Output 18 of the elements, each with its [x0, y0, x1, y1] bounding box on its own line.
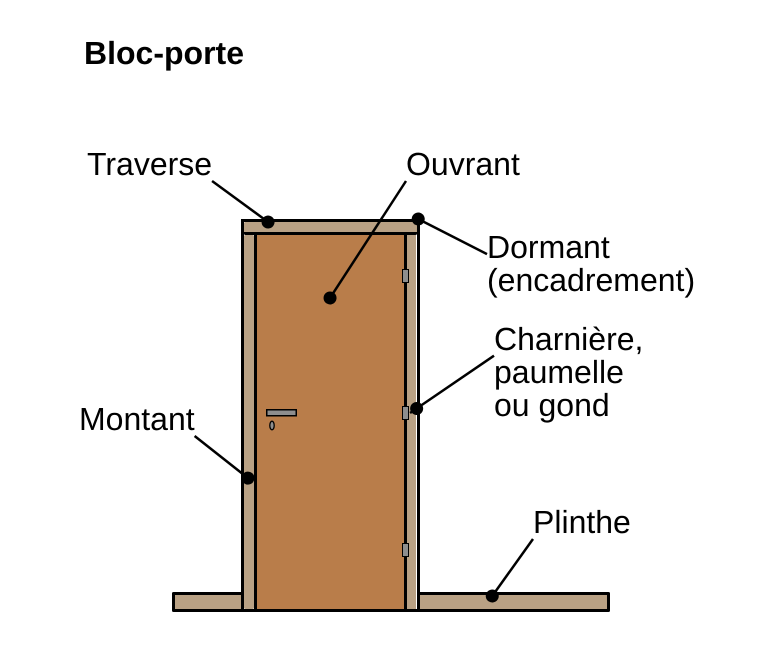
leader-line [211, 180, 275, 228]
leader-line [486, 538, 534, 602]
frame-jamb [244, 235, 254, 609]
baseboard [417, 592, 610, 612]
part-label: Dormant (encadrement) [487, 231, 712, 297]
diagram-title: Bloc-porte [84, 37, 244, 70]
leader-line [409, 354, 495, 415]
hinge [402, 406, 409, 420]
leader-line [194, 435, 254, 485]
leader-line [412, 212, 488, 256]
part-label: Montant [79, 403, 195, 436]
part-label: Plinthe [533, 506, 631, 539]
door-leaf [254, 232, 407, 609]
door-frame [241, 219, 420, 612]
leader-line [324, 180, 408, 304]
part-label: Traverse [87, 148, 212, 181]
part-label: Ouvrant [406, 148, 520, 181]
part-label: Charnière, paumelle ou gond [494, 323, 654, 422]
